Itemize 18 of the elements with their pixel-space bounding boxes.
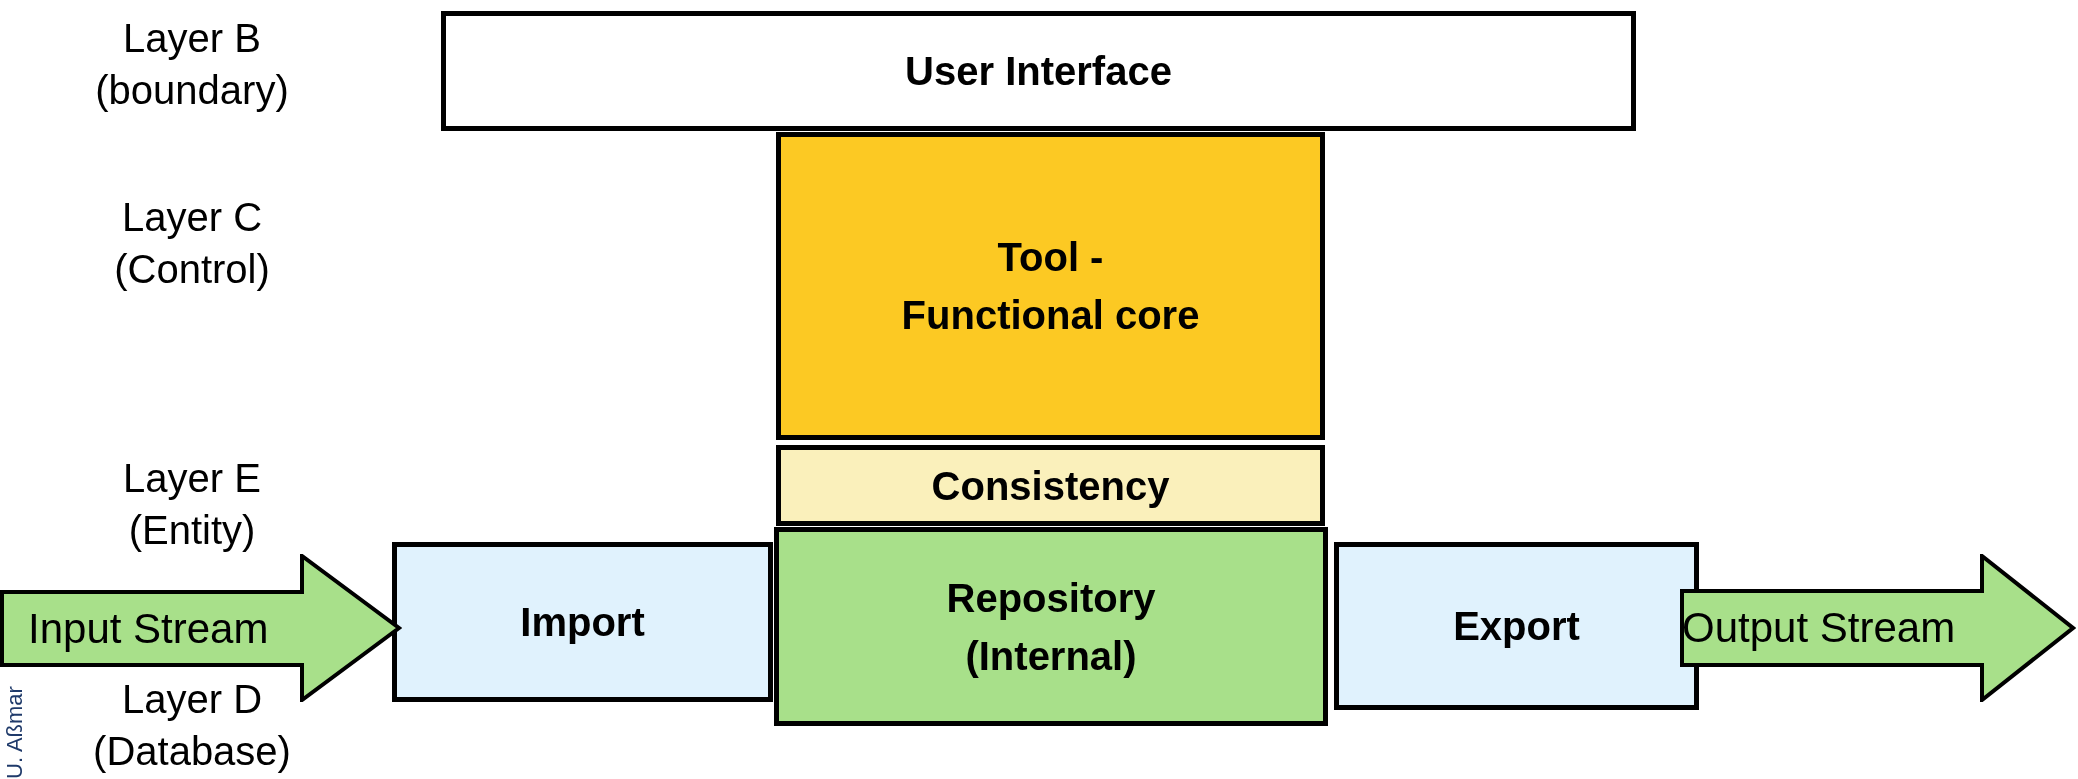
node-label: Input Stream bbox=[28, 604, 269, 654]
import-box bbox=[392, 542, 773, 702]
node-label: Consistency bbox=[931, 462, 1170, 510]
node-label: Tool - Functional core bbox=[900, 234, 1201, 339]
layer-label: Layer C (Control) bbox=[113, 194, 271, 293]
node-label: Repository (Internal) bbox=[945, 574, 1157, 680]
layer-label: Layer B (boundary) bbox=[94, 15, 290, 114]
layer-label: Layer D (Database) bbox=[92, 676, 292, 775]
node-label: Import bbox=[520, 599, 645, 646]
layer-label: Layer E (Entity) bbox=[122, 455, 262, 554]
node-label: Export bbox=[1453, 603, 1580, 650]
node-label: Output Stream bbox=[1682, 603, 1956, 653]
repository-box bbox=[774, 527, 1328, 726]
consistency-box bbox=[776, 445, 1325, 526]
functional-core-box bbox=[776, 132, 1325, 440]
node-label: User Interface bbox=[905, 48, 1172, 95]
user-interface-box bbox=[441, 11, 1636, 131]
author-credit: U. Aßmar bbox=[2, 686, 28, 779]
